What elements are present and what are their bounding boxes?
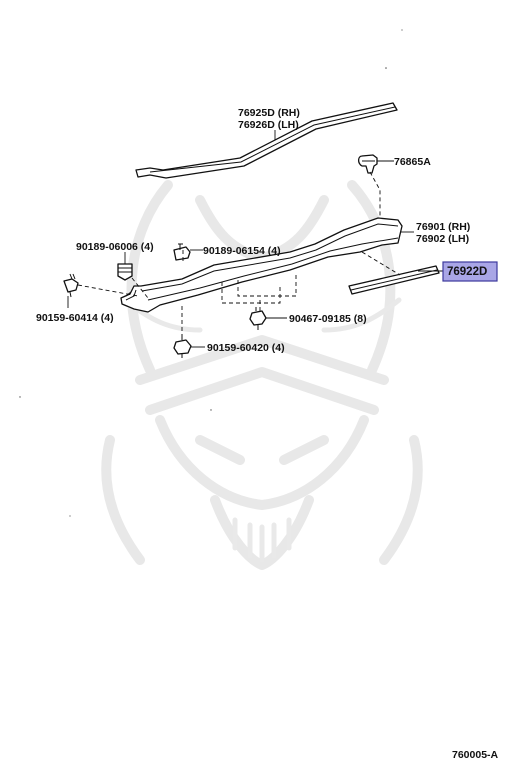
part-label-76865a[interactable]: 76865A <box>394 156 431 168</box>
assembly-dashed-lines <box>77 171 401 338</box>
part-label-76901[interactable]: 76901 (RH) <box>416 221 470 233</box>
screw-90159-60420-icon <box>173 334 192 358</box>
diagram-code: 760005-A <box>452 749 499 761</box>
clip-90467-09185-icon <box>249 307 267 330</box>
nut-90189-06006-icon <box>117 263 133 281</box>
part-label-76922d[interactable]: 76922D <box>447 266 487 278</box>
clip-76865a-icon <box>357 154 378 174</box>
part-label-90467-09185[interactable]: 90467-09185 (8) <box>289 313 367 325</box>
scan-specks <box>19 29 403 517</box>
part-label-76925d[interactable]: 76925D (RH) <box>238 107 300 119</box>
screw-90159-60414-icon <box>63 273 79 298</box>
watermark-emblem <box>101 180 423 570</box>
part-label-90189-06154[interactable]: 90189-06154 (4) <box>203 245 281 257</box>
upper-molding-strip <box>135 102 398 179</box>
part-label-90189-06006[interactable]: 90189-06006 (4) <box>76 241 154 253</box>
part-label-90159-60420[interactable]: 90159-60420 (4) <box>207 342 285 354</box>
rocker-panel <box>120 217 403 313</box>
leader-lines <box>67 130 443 348</box>
highlight-box <box>442 261 498 282</box>
side-strip-76922d <box>348 265 440 295</box>
part-label-76902[interactable]: 76902 (LH) <box>416 233 469 245</box>
part-label-76926d[interactable]: 76926D (LH) <box>238 119 299 131</box>
part-label-90159-60414[interactable]: 90159-60414 (4) <box>36 312 114 324</box>
clip-90189-06154-icon <box>173 243 191 261</box>
